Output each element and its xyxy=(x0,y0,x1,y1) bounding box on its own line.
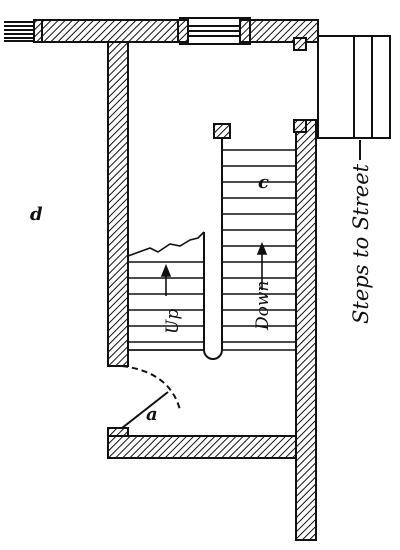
walls xyxy=(39,19,319,541)
up-label: Up xyxy=(163,309,183,334)
stair-label-c: c xyxy=(258,172,269,193)
down-label: Down xyxy=(253,281,273,331)
center-rail xyxy=(203,138,223,360)
room-label-d: d xyxy=(30,204,43,225)
bottom-wall xyxy=(107,435,299,459)
top-wall-right xyxy=(245,19,319,43)
door-label-a: a xyxy=(146,404,158,425)
window xyxy=(177,17,251,45)
door-a xyxy=(121,365,181,429)
right-wall xyxy=(295,119,317,541)
outside-steps xyxy=(317,35,391,139)
down-arrow xyxy=(256,241,268,290)
inner-left-wall xyxy=(107,41,129,367)
steps-to-street-label: Steps to Street xyxy=(349,163,373,324)
top-wall-continuation xyxy=(4,19,43,43)
top-wall-left xyxy=(39,19,184,43)
newel-post xyxy=(213,123,231,139)
up-arrow xyxy=(160,263,172,296)
